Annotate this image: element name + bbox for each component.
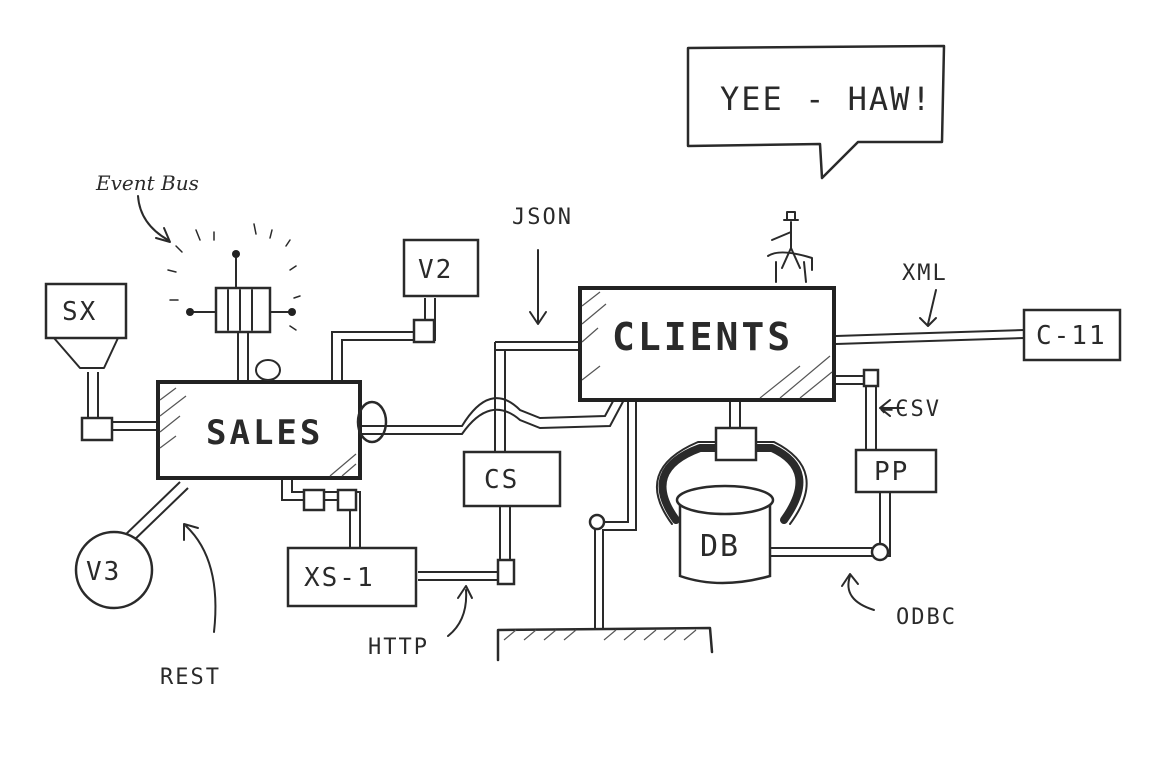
odbc-label: ODBC	[896, 605, 957, 630]
sx-label: SX	[62, 297, 97, 327]
v3-label: V3	[86, 557, 121, 587]
node-sx	[44, 282, 128, 442]
node-clients	[578, 286, 836, 402]
sales-label: SALES	[206, 413, 323, 453]
annotation-arrows	[137, 195, 937, 637]
http-label: HTTP	[368, 635, 429, 660]
db-label: DB	[700, 529, 740, 564]
node-c11	[1022, 308, 1122, 362]
speech-bubble-text: YEE - HAW!	[720, 80, 933, 118]
xml-label: XML	[902, 261, 948, 286]
node-db	[656, 426, 808, 585]
json-label: JSON	[512, 205, 573, 230]
node-cs	[462, 450, 562, 508]
base-platform	[496, 513, 714, 662]
node-sales	[156, 380, 388, 512]
cowboy-figure-icon	[767, 211, 813, 283]
cs-label: CS	[484, 465, 519, 495]
node-xs1	[286, 546, 516, 608]
c11-label: C-11	[1036, 321, 1107, 351]
event-bus-label: Event Bus	[95, 171, 199, 195]
node-pp	[854, 368, 938, 562]
event-bus-icon	[167, 223, 301, 381]
node-v2	[402, 238, 480, 344]
clients-label: CLIENTS	[612, 315, 793, 359]
speech-bubble	[686, 44, 946, 180]
rest-label: REST	[160, 665, 221, 690]
v2-label: V2	[418, 255, 453, 285]
xs1-label: XS-1	[304, 563, 375, 593]
csv-label: ←CSV	[880, 397, 941, 422]
node-v3	[74, 530, 154, 610]
pp-label: PP	[874, 457, 909, 487]
